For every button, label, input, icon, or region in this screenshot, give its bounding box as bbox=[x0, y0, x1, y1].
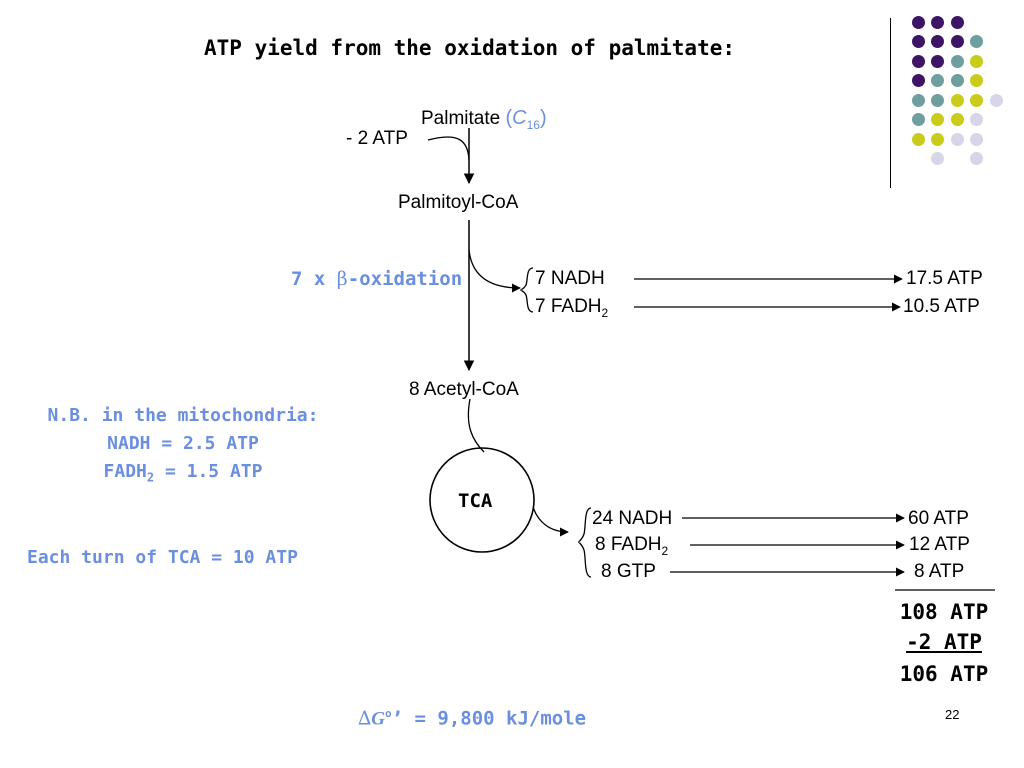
tca-cycle-label: TCA bbox=[458, 490, 493, 512]
decoration-dot bbox=[970, 54, 983, 68]
beta-symbol: β bbox=[336, 268, 348, 290]
decoration-dot bbox=[970, 113, 983, 126]
decoration-dot bbox=[911, 132, 925, 146]
product-label-sub: 2 bbox=[661, 543, 669, 558]
acetyl-coa-label: 8 Acetyl-CoA bbox=[409, 379, 519, 400]
tca-product-nadh: 24 NADH bbox=[592, 508, 672, 532]
decoration-dot bbox=[950, 54, 964, 68]
beta-product-nadh: 7 NADH bbox=[535, 268, 605, 292]
decoration-dot bbox=[931, 54, 944, 68]
gibbs-g: G bbox=[371, 708, 386, 730]
total-gross: 108 ATP bbox=[899, 600, 989, 624]
decoration-dot bbox=[950, 15, 964, 29]
decoration-dot-grid bbox=[0, 0, 1024, 200]
note-line-1: N.B. in the mitochondria: bbox=[47, 405, 319, 426]
tca-product-fadh2: 8 FADH2 bbox=[595, 534, 668, 558]
decoration-dot bbox=[950, 113, 964, 126]
prime-symbol: ’ bbox=[391, 707, 404, 730]
formula-carbon: C bbox=[512, 107, 527, 129]
decoration-divider-line bbox=[890, 18, 891, 188]
decoration-dot bbox=[950, 93, 964, 107]
decoration-dot bbox=[911, 93, 925, 107]
decoration-dot bbox=[970, 35, 983, 48]
decoration-dot bbox=[970, 132, 983, 146]
product-label: 7 NADH bbox=[535, 268, 605, 289]
free-energy-value: = 9,800 kJ/mole bbox=[403, 707, 587, 730]
decoration-dot bbox=[911, 74, 925, 87]
tca-yield-fadh2: 12 ATP bbox=[909, 534, 970, 555]
decoration-dot bbox=[950, 74, 964, 87]
beta-oxidation-text: -oxidation bbox=[347, 268, 463, 290]
formula-paren-open: ( bbox=[505, 107, 513, 129]
free-energy-label: ∆Go’ = 9,800 kJ/mole bbox=[358, 707, 586, 730]
activation-cost-label: - 2 ATP bbox=[346, 128, 408, 149]
product-label: 7 FADH bbox=[535, 296, 602, 317]
palmitoyl-coa-label: Palmitoyl-CoA bbox=[398, 192, 519, 213]
standard-state-sup: o bbox=[385, 707, 392, 720]
tca-yield-nadh: 60 ATP bbox=[908, 508, 969, 529]
beta-branch-curve bbox=[468, 249, 521, 293]
mitochondria-note: N.B. in the mitochondria: NADH = 2.5 ATP… bbox=[0, 402, 366, 492]
total-net: 106 ATP bbox=[899, 662, 989, 686]
slide-number: 22 bbox=[945, 707, 960, 722]
product-label: 24 NADH bbox=[592, 508, 673, 529]
decoration-dot bbox=[931, 93, 944, 107]
decoration-dot bbox=[931, 132, 944, 146]
tca-yield-gtp: 8 ATP bbox=[914, 561, 965, 582]
palmitate-formula: (C16) bbox=[505, 107, 547, 132]
note-line-2: NADH = 2.5 ATP bbox=[107, 433, 259, 454]
decoration-dot bbox=[911, 113, 925, 126]
palmitate-text: Palmitate bbox=[421, 108, 501, 129]
decoration-dot bbox=[931, 152, 944, 165]
decoration-dot bbox=[911, 35, 925, 48]
formula-paren-close: ) bbox=[539, 107, 547, 129]
decoration-dot bbox=[931, 15, 944, 29]
decoration-dot bbox=[950, 132, 964, 146]
total-cost: -2 ATP bbox=[906, 630, 982, 654]
beta-product-fadh2: 7 FADH2 bbox=[535, 296, 608, 320]
tca-products-brace bbox=[578, 507, 592, 578]
decoration-dot bbox=[931, 74, 944, 87]
decoration-dot bbox=[931, 35, 944, 48]
product-label: 8 GTP bbox=[601, 561, 656, 582]
palmitate-label: Palmitate (C16) bbox=[421, 107, 547, 132]
note-fadh: FADH bbox=[103, 461, 147, 482]
decoration-dot bbox=[950, 35, 964, 48]
note-fadh-sub: 2 bbox=[146, 470, 155, 485]
decoration-dot bbox=[911, 15, 925, 29]
beta-products-brace bbox=[520, 267, 534, 313]
tca-branch-curve bbox=[532, 506, 569, 537]
delta-symbol: ∆ bbox=[358, 707, 372, 730]
note-line-3: FADH2 = 1.5 ATP bbox=[0, 458, 366, 492]
note-fadh-value: = 1.5 ATP bbox=[154, 461, 263, 482]
beta-oxidation-count: 7 x bbox=[291, 268, 337, 290]
decoration-dot bbox=[970, 74, 983, 87]
page-title: ATP yield from the oxidation of palmitat… bbox=[204, 36, 736, 60]
formula-carbon-count: 16 bbox=[526, 118, 540, 132]
beta-yield-fadh2: 10.5 ATP bbox=[903, 296, 980, 317]
decoration-dot bbox=[970, 93, 983, 107]
acetyl-tca-curve bbox=[467, 398, 485, 453]
product-label-sub: 2 bbox=[601, 305, 609, 320]
tca-turn-note: Each turn of TCA = 10 ATP bbox=[27, 547, 298, 568]
product-label: 8 FADH bbox=[595, 534, 662, 555]
decoration-dot bbox=[989, 93, 1003, 107]
beta-yield-nadh: 17.5 ATP bbox=[906, 268, 983, 289]
decoration-dot bbox=[931, 113, 944, 126]
decoration-dot bbox=[911, 54, 925, 68]
decoration-dot bbox=[970, 152, 983, 165]
beta-oxidation-label: 7 x β-oxidation bbox=[291, 268, 462, 290]
tca-product-gtp: 8 GTP bbox=[601, 561, 656, 585]
